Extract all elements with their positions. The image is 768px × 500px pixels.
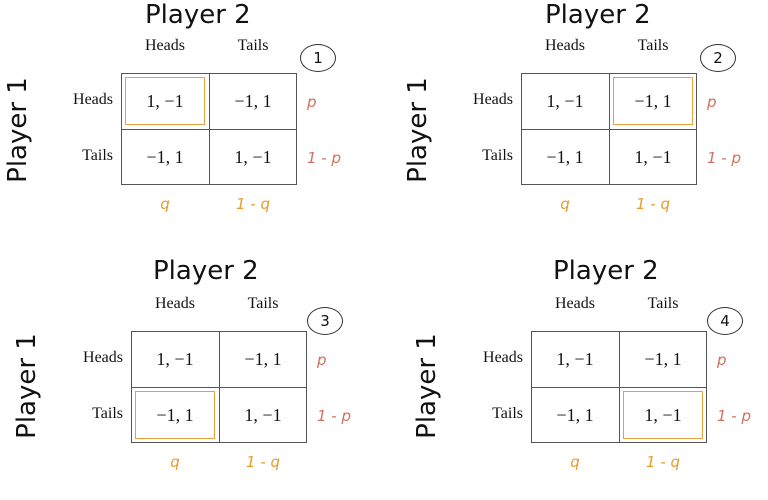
- row-probability: 1 - p: [707, 149, 742, 167]
- column-probability: q: [170, 453, 180, 471]
- payoff-matrix: 1, −1 −1, 1 −1, 1 1, −1: [121, 73, 297, 185]
- panel-number-badge: 2: [700, 44, 736, 72]
- payoff-cell: 1, −1: [234, 146, 272, 167]
- highlighted-cell-outline: [125, 77, 205, 125]
- player-1-label: Player 1: [11, 333, 42, 439]
- payoff-cell: −1, 1: [156, 404, 194, 425]
- payoff-matrix: 1, −1 −1, 1 −1, 1 1, −1: [521, 73, 697, 185]
- highlighted-cell-outline: [623, 391, 703, 439]
- panel-number-badge: 3: [307, 307, 343, 335]
- column-probability: q: [160, 195, 170, 213]
- column-header-tails: Tails: [247, 295, 279, 312]
- row-header-tails: Tails: [92, 405, 123, 422]
- payoff-cell: −1, 1: [234, 90, 272, 111]
- column-header-heads: Heads: [155, 295, 195, 312]
- payoff-cell: −1, 1: [556, 404, 594, 425]
- payoff-cell: −1, 1: [244, 348, 282, 369]
- panel-number-badge: 1: [300, 44, 336, 72]
- payoff-cell: 1, −1: [156, 348, 194, 369]
- player-1-label: Player 1: [411, 333, 442, 439]
- player-2-label: Player 2: [153, 256, 259, 286]
- payoff-cell: 1, −1: [634, 146, 672, 167]
- payoff-cell: −1, 1: [146, 146, 184, 167]
- matrix-divider-horizontal: [532, 387, 706, 388]
- payoff-cell: 1, −1: [644, 404, 682, 425]
- row-header-tails: Tails: [482, 147, 513, 164]
- payoff-cell: −1, 1: [644, 348, 682, 369]
- matrix-divider-horizontal: [522, 129, 696, 130]
- column-probability: q: [560, 195, 570, 213]
- column-probability: 1 - q: [235, 195, 270, 213]
- player-2-label: Player 2: [145, 0, 251, 30]
- column-header-heads: Heads: [545, 37, 585, 54]
- column-header-tails: Tails: [237, 37, 269, 54]
- row-probability: p: [707, 93, 717, 111]
- payoff-cell: 1, −1: [546, 90, 584, 111]
- payoff-matrix: 1, −1 −1, 1 −1, 1 1, −1: [531, 331, 707, 443]
- payoff-cell: −1, 1: [546, 146, 584, 167]
- column-probability: 1 - q: [645, 453, 680, 471]
- player-2-label: Player 2: [553, 256, 659, 286]
- row-header-tails: Tails: [492, 405, 523, 422]
- column-probability: 1 - q: [245, 453, 280, 471]
- row-probability: 1 - p: [717, 407, 752, 425]
- row-header-heads: Heads: [473, 91, 513, 108]
- row-probability: 1 - p: [307, 149, 342, 167]
- column-header-tails: Tails: [647, 295, 679, 312]
- payoff-cell: 1, −1: [146, 90, 184, 111]
- payoff-cell: 1, −1: [244, 404, 282, 425]
- payoff-cell: 1, −1: [556, 348, 594, 369]
- player-1-label: Player 1: [2, 77, 33, 183]
- row-header-heads: Heads: [73, 91, 113, 108]
- matrix-divider-horizontal: [122, 129, 296, 130]
- highlighted-cell-outline: [135, 391, 215, 439]
- payoff-cell: −1, 1: [634, 90, 672, 111]
- column-probability: q: [570, 453, 580, 471]
- column-probability: 1 - q: [635, 195, 670, 213]
- player-2-label: Player 2: [545, 0, 651, 30]
- panel-number-badge: 4: [707, 307, 743, 335]
- highlighted-cell-outline: [613, 77, 693, 125]
- row-probability: 1 - p: [317, 407, 352, 425]
- row-header-heads: Heads: [483, 349, 523, 366]
- column-header-heads: Heads: [555, 295, 595, 312]
- column-header-tails: Tails: [637, 37, 669, 54]
- player-1-label: Player 1: [402, 77, 433, 183]
- payoff-matrix: 1, −1 −1, 1 −1, 1 1, −1: [131, 331, 307, 443]
- row-header-tails: Tails: [82, 147, 113, 164]
- column-header-heads: Heads: [145, 37, 185, 54]
- row-probability: p: [307, 93, 317, 111]
- row-probability: p: [717, 351, 727, 369]
- matrix-divider-horizontal: [132, 387, 306, 388]
- row-header-heads: Heads: [83, 349, 123, 366]
- row-probability: p: [317, 351, 327, 369]
